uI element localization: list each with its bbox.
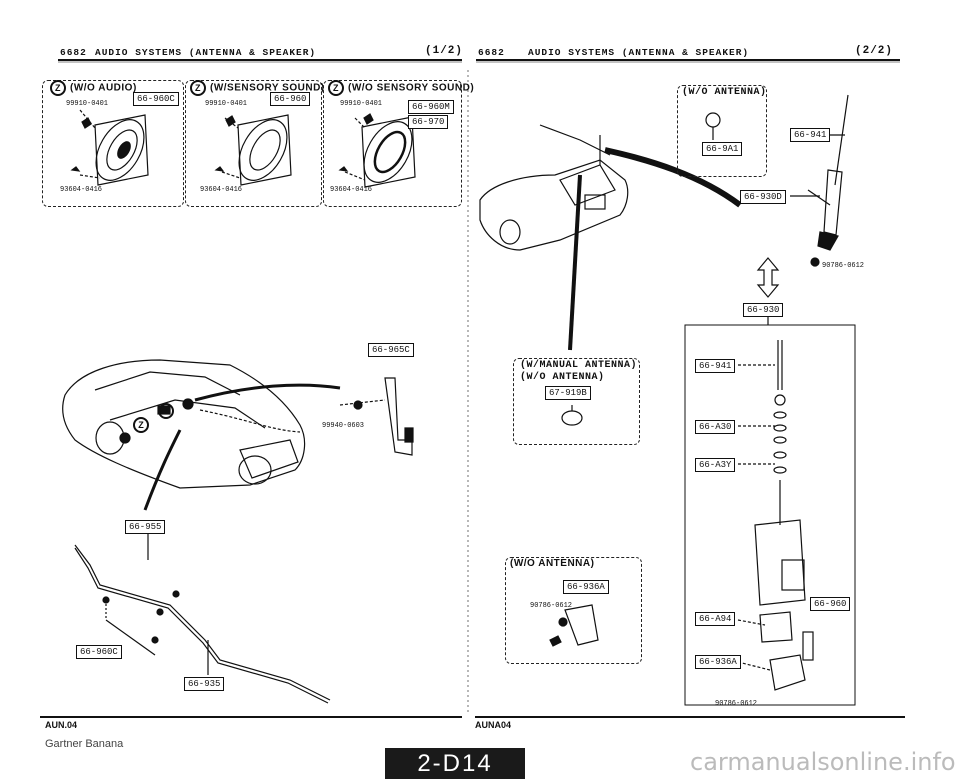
zone-symbol-icon: Z — [328, 80, 344, 96]
assembly-part-4: 66-960 — [810, 597, 851, 611]
watermark-left: Gartner Banana — [45, 738, 124, 750]
motor-code: 66-930D — [740, 190, 786, 204]
left-header-code: 6682 — [60, 47, 87, 58]
speaker-3-code: 66-960M — [408, 100, 454, 114]
right-header-code: 6682 — [478, 47, 505, 58]
assembly-part-1: 66-A30 — [695, 420, 736, 434]
cable-assembly-drawing — [74, 528, 331, 704]
zone-symbol-icon: Z — [50, 80, 66, 96]
antenna-assembly-drawing — [737, 340, 814, 691]
without-antenna-code-top: 66-9A1 — [702, 142, 743, 156]
speaker-1-part-bottom: 93604-0416 — [60, 186, 103, 194]
right-header-page: (2/2) — [855, 45, 894, 57]
nut-part-number: 90786-0612 — [822, 262, 865, 270]
without-antenna-box-bottom — [505, 557, 642, 664]
speaker-2-code: 66-960 — [270, 92, 311, 106]
speaker-2-drawing — [214, 114, 292, 186]
speaker-box-with-sensory-sound — [185, 80, 322, 207]
speaker-1-part-top: 99910-0401 — [66, 100, 109, 108]
speaker-1-code: 66-960C — [133, 92, 179, 106]
site-watermark: carmanualsonline.info — [690, 748, 956, 776]
speaker-3-code-2: 66-970 — [408, 115, 449, 129]
left-header-title: AUDIO SYSTEMS (ANTENNA & SPEAKER) — [95, 47, 317, 58]
footer-right-code: AUNA04 — [475, 720, 512, 730]
speaker-3-part-top: 99910-0401 — [340, 100, 383, 108]
without-antenna-caption-bottom: (W/O ANTENNA) — [510, 558, 595, 569]
assembly-title-code: 66-930 — [743, 303, 784, 317]
antenna-code: 66-941 — [790, 128, 831, 142]
speaker-2-part-top: 99910-0401 — [205, 100, 248, 108]
clamp-code: 66-960C — [76, 645, 122, 659]
bracket-code: 66-965C — [368, 343, 414, 357]
assembly-part-5: 66-936A — [695, 655, 741, 669]
without-antenna-code-bottom: 66-936A — [563, 580, 609, 594]
manual-antenna-box — [513, 358, 640, 445]
speaker-1-drawing — [70, 109, 149, 186]
assembly-bottom-part: 90786-0612 — [715, 700, 758, 708]
page-number-badge: 2-D14 — [385, 748, 525, 779]
speaker-box-without-sensory-sound — [323, 80, 462, 207]
without-antenna-caption-top: (W/O ANTENNA) — [682, 87, 767, 98]
manual-antenna-caption-2: (W/O ANTENNA) — [520, 372, 605, 383]
antenna-drawing — [790, 94, 849, 267]
manual-antenna-code: 67-919B — [545, 386, 591, 400]
speaker-2-caption: Z(W/SENSORY SOUND) — [190, 80, 325, 96]
without-antenna-box-top — [677, 85, 767, 177]
car-zone-symbol-2: Z — [158, 402, 178, 420]
speaker-3-part-bottom: 93604-0416 — [330, 186, 373, 194]
speaker-1-caption: Z(W/O AUDIO) — [50, 80, 137, 96]
right-header-title: AUDIO SYSTEMS (ANTENNA & SPEAKER) — [528, 47, 750, 58]
speaker-box-without-audio — [42, 80, 184, 207]
bracket-part-number: 99940-0603 — [322, 422, 365, 430]
car-zone-symbol-1: Z — [133, 416, 153, 434]
without-antenna-part-number: 90786-0612 — [530, 602, 573, 610]
zone-symbol-icon: Z — [190, 80, 206, 96]
speaker-3-drawing — [338, 113, 416, 188]
cable-code: 66-955 — [125, 520, 166, 534]
assembly-part-2: 66-A3Y — [695, 458, 736, 472]
assembly-part-3: 66-A94 — [695, 612, 736, 626]
footer-left-code: AUN.04 — [45, 720, 78, 730]
rod-code: 66-935 — [184, 677, 225, 691]
left-header-page: (1/2) — [425, 45, 464, 57]
speaker-2-part-bottom: 93604-0416 — [200, 186, 243, 194]
left-car-drawing — [62, 359, 341, 489]
right-car-drawing — [479, 124, 742, 351]
assembly-part-0: 66-941 — [695, 359, 736, 373]
manual-antenna-caption-1: (W/MANUAL ANTENNA) — [520, 360, 638, 371]
speaker-3-caption: Z(W/O SENSORY SOUND) — [328, 80, 474, 96]
